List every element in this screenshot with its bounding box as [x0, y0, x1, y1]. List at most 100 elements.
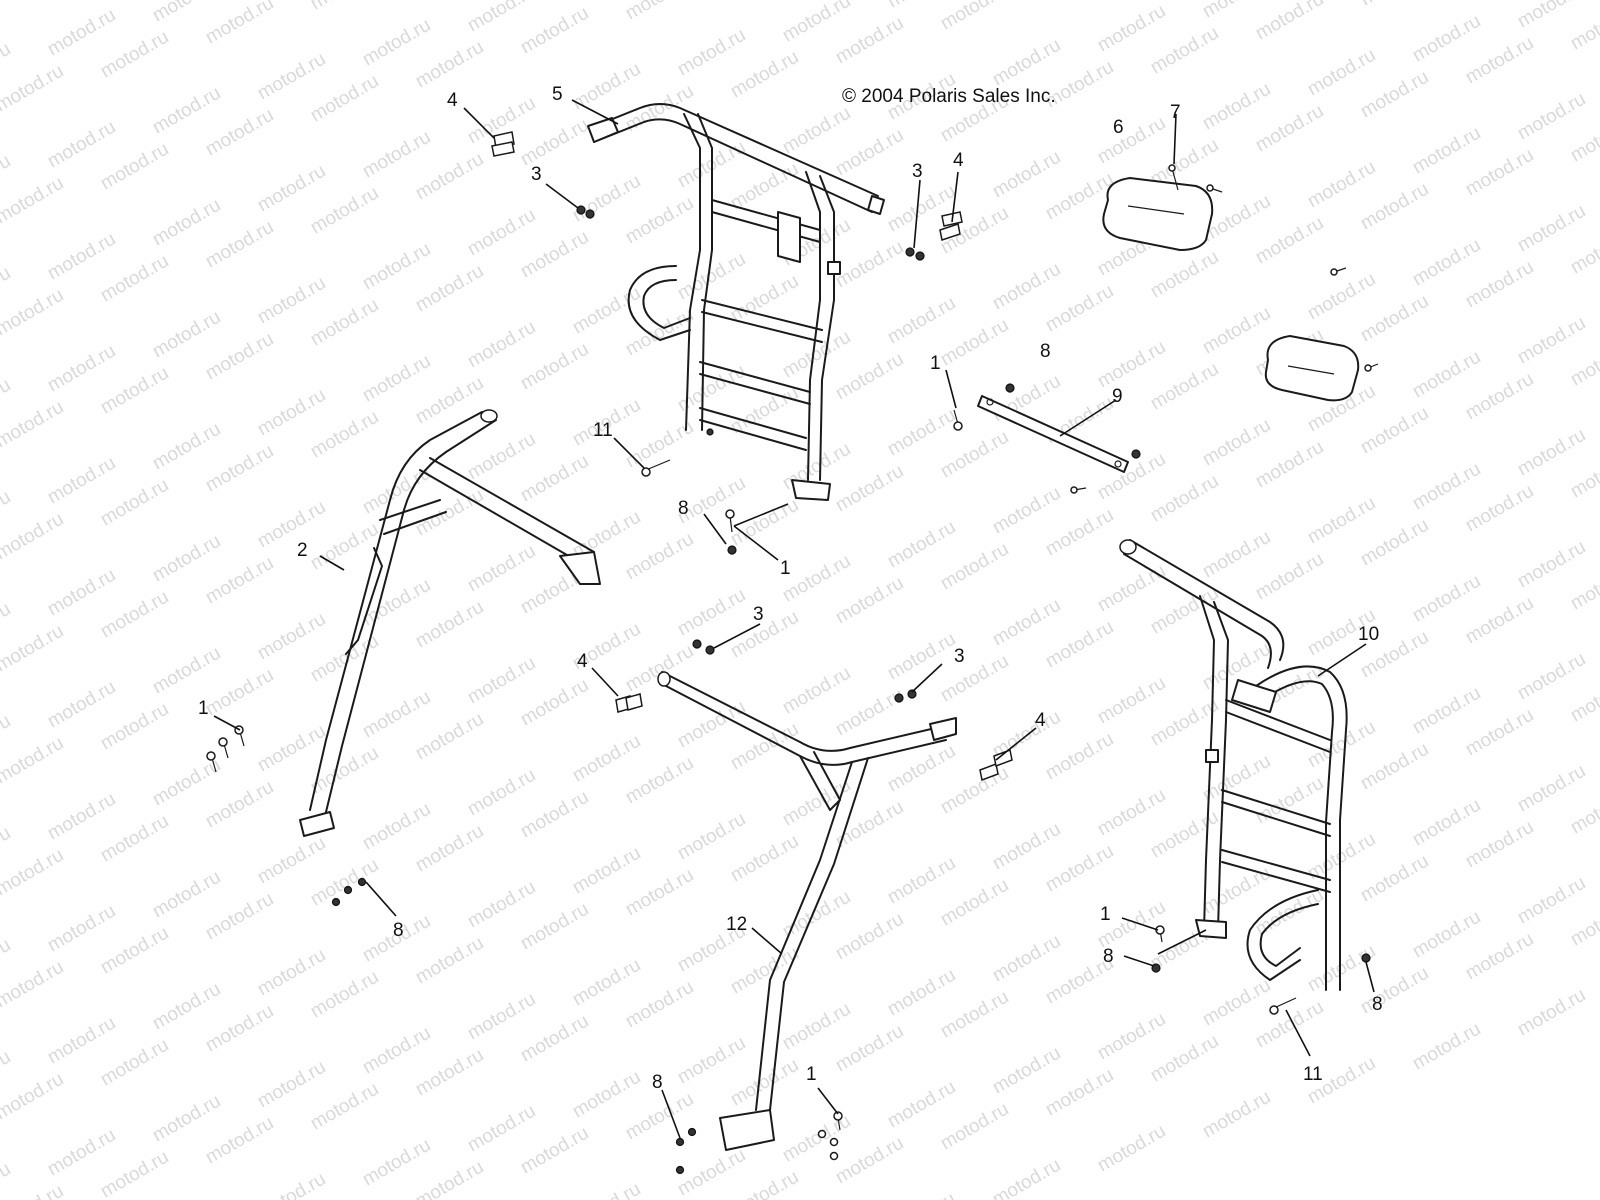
- watermark-text: motod.ru: [1357, 291, 1432, 347]
- watermark-text: motod.ru: [569, 955, 644, 1011]
- watermark-text: motod.ru: [1567, 671, 1600, 727]
- watermark-text: motod.ru: [1199, 975, 1274, 1031]
- watermark-text: motod.ru: [569, 843, 644, 899]
- callout-part-8: 8: [652, 1072, 663, 1093]
- watermark-text: motod.ru: [884, 1077, 959, 1133]
- watermark-text: motod.ru: [884, 1189, 959, 1200]
- watermark-text: motod.ru: [517, 1011, 592, 1067]
- watermark-text: motod.ru: [307, 183, 382, 239]
- watermark-text: motod.ru: [674, 1033, 749, 1089]
- watermark-text: motod.ru: [412, 149, 487, 205]
- watermark-text: motod.ru: [1042, 617, 1117, 673]
- support-bracket-part-9: [977, 395, 1129, 473]
- watermark-text: motod.ru: [44, 341, 119, 397]
- watermark-text: motod.ru: [149, 83, 224, 139]
- watermark-text: motod.ru: [1199, 415, 1274, 471]
- callout-part-1: 1: [930, 353, 941, 374]
- watermark-text: motod.ru: [1567, 783, 1600, 839]
- watermark-text: motod.ru: [517, 115, 592, 171]
- watermark-text: motod.ru: [149, 195, 224, 251]
- callout-part-12: 12: [726, 914, 747, 935]
- watermark-text: motod.ru: [1462, 705, 1537, 761]
- watermark-text: motod.ru: [1147, 471, 1222, 527]
- watermark-text: motod.ru: [884, 517, 959, 573]
- watermark-text: motod.ru: [517, 451, 592, 507]
- watermark-text: motod.ru: [359, 1023, 434, 1079]
- watermark-text: motod.ru: [832, 797, 907, 853]
- watermark-text: motod.ru: [1304, 493, 1379, 549]
- watermark-text: motod.ru: [412, 709, 487, 765]
- watermark-text: motod.ru: [1514, 425, 1589, 481]
- watermark-text: motod.ru: [832, 909, 907, 965]
- watermark-text: motod.ru: [202, 217, 277, 273]
- watermark-text: motod.ru: [44, 1013, 119, 1069]
- watermark-text: motod.ru: [307, 967, 382, 1023]
- watermark-text: motod.ru: [1357, 851, 1432, 907]
- watermark-text: motod.ru: [254, 161, 329, 217]
- watermark-text: motod.ru: [1409, 683, 1484, 739]
- watermark-text: motod.ru: [464, 541, 539, 597]
- watermark-text: motod.ru: [989, 483, 1064, 539]
- watermark-text: motod.ru: [464, 317, 539, 373]
- callout-part-4: 4: [953, 150, 964, 171]
- left-roll-bar-part-2: [299, 409, 601, 837]
- watermark-text: motod.ru: [1409, 571, 1484, 627]
- watermark-text: motod.ru: [149, 0, 224, 26]
- front-roll-bar-part-12: [657, 671, 957, 1151]
- watermark-text: motod.ru: [937, 651, 1012, 707]
- watermark-text: motod.ru: [307, 0, 382, 14]
- watermark-text: motod.ru: [0, 509, 67, 565]
- watermark-text: motod.ru: [1567, 559, 1600, 615]
- watermark-text: motod.ru: [1357, 403, 1432, 459]
- watermark-text: motod.ru: [937, 1099, 1012, 1155]
- watermark-text: motod.ru: [832, 1021, 907, 1077]
- watermark-text: motod.ru: [569, 171, 644, 227]
- watermark-text: motod.ru: [0, 173, 67, 229]
- watermark-text: motod.ru: [0, 285, 67, 341]
- watermark-text: motod.ru: [779, 887, 854, 943]
- watermark-text: motod.ru: [1567, 895, 1600, 951]
- watermark-text: motod.ru: [622, 641, 697, 697]
- watermark-text: motod.ru: [1042, 1065, 1117, 1121]
- watermark-text: motod.ru: [727, 159, 802, 215]
- watermark-text: motod.ru: [149, 1091, 224, 1147]
- watermark-text: motod.ru: [727, 831, 802, 887]
- watermark-text: motod.ru: [1042, 281, 1117, 337]
- watermark-text: motod.ru: [832, 685, 907, 741]
- watermark-text: motod.ru: [727, 1167, 802, 1200]
- watermark-text: motod.ru: [1042, 841, 1117, 897]
- callout-part-7: 7: [1170, 102, 1181, 123]
- watermark-text: motod.ru: [1042, 729, 1117, 785]
- watermark-text: motod.ru: [1357, 67, 1432, 123]
- watermark-text: motod.ru: [464, 653, 539, 709]
- watermark-text: motod.ru: [884, 405, 959, 461]
- watermark-text: motod.ru: [1147, 807, 1222, 863]
- watermark-text: motod.ru: [884, 293, 959, 349]
- watermark-text: motod.ru: [1409, 795, 1484, 851]
- watermark-text: motod.ru: [412, 373, 487, 429]
- callout-part-3: 3: [954, 646, 965, 667]
- watermark-text: motod.ru: [202, 777, 277, 833]
- watermark-text: motod.ru: [937, 875, 1012, 931]
- watermark-text: motod.ru: [727, 719, 802, 775]
- watermark-text: motod.ru: [307, 295, 382, 351]
- watermark-text: motod.ru: [1409, 235, 1484, 291]
- watermark-text: motod.ru: [832, 1133, 907, 1189]
- watermark-text: motod.ru: [1147, 359, 1222, 415]
- watermark-text: motod.ru: [97, 923, 172, 979]
- watermark-text: motod.ru: [359, 239, 434, 295]
- watermark-text: motod.ru: [989, 595, 1064, 651]
- watermark-text: motod.ru: [202, 329, 277, 385]
- watermark-text: motod.ru: [307, 519, 382, 575]
- watermark-text: motod.ru: [97, 251, 172, 307]
- watermark-text: motod.ru: [1304, 269, 1379, 325]
- watermark-text: motod.ru: [1199, 303, 1274, 359]
- watermark-text: motod.ru: [0, 621, 67, 677]
- watermark-text: motod.ru: [937, 539, 1012, 595]
- watermark-text: motod.ru: [149, 867, 224, 923]
- watermark-text: motod.ru: [254, 385, 329, 441]
- watermark-text: motod.ru: [1567, 223, 1600, 279]
- watermark-text: motod.ru: [832, 13, 907, 69]
- watermark-text: motod.ru: [1252, 549, 1327, 605]
